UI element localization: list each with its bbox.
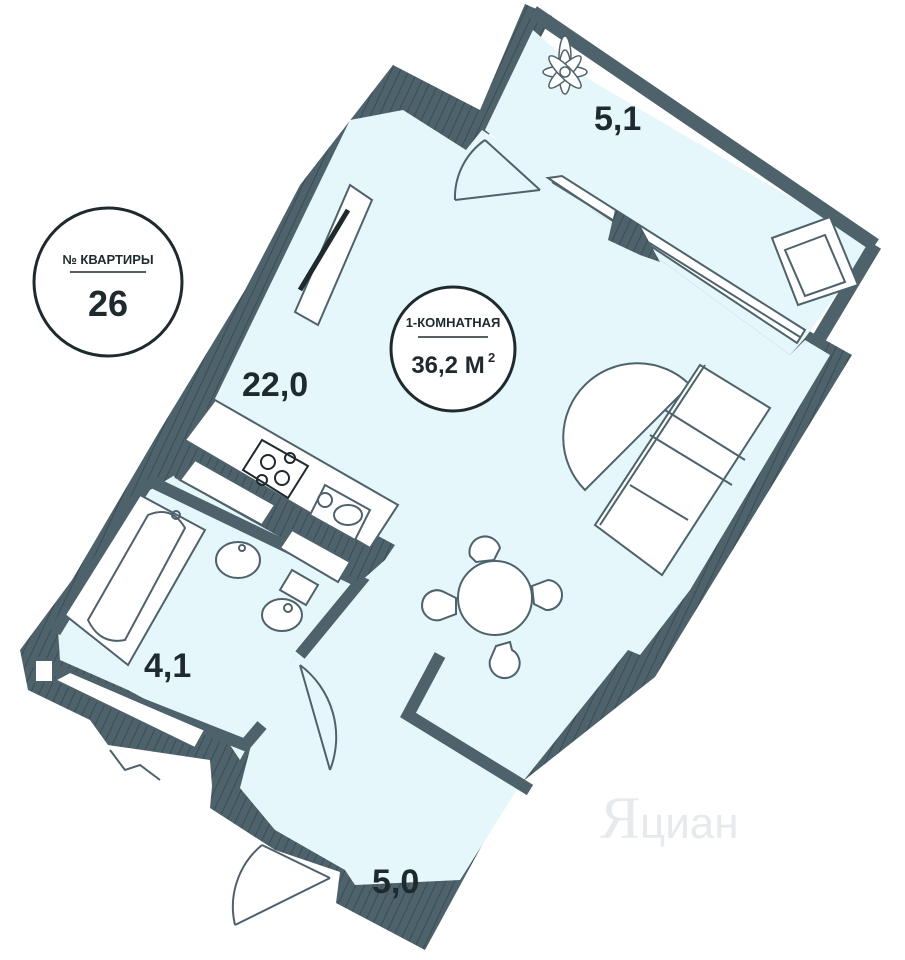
hob-icon bbox=[241, 438, 310, 500]
apartment-number-badge: № КВАРТИРЫ 26 bbox=[32, 206, 184, 358]
sofa-icon bbox=[593, 363, 772, 577]
bathroom-shelf-right bbox=[278, 528, 352, 584]
toilet-icon bbox=[261, 568, 320, 632]
chair-icon bbox=[421, 535, 564, 680]
balcony-railing-side bbox=[808, 241, 882, 349]
bathtub-icon bbox=[63, 493, 207, 667]
apartment-number: 26 bbox=[88, 283, 128, 324]
wardrobe-icon bbox=[293, 183, 374, 327]
apartment-number-caption: № КВАРТИРЫ bbox=[62, 252, 153, 267]
watermark-logo-icon: Я bbox=[600, 785, 640, 851]
entrance-door-icon[interactable] bbox=[231, 844, 331, 926]
sink-icon bbox=[308, 483, 372, 542]
watermark-text: циан bbox=[640, 799, 739, 848]
apartment-floor bbox=[195, 110, 830, 885]
balcony-floor bbox=[485, 30, 872, 355]
balcony-railing bbox=[529, 6, 879, 251]
svg-text:Я: Я bbox=[600, 785, 640, 851]
dining-table-icon bbox=[457, 560, 533, 636]
total-area-value: 36,2 М bbox=[411, 352, 484, 379]
balcony-window bbox=[545, 174, 807, 345]
armchair-icon bbox=[770, 215, 860, 307]
wardrobe-door-icon[interactable] bbox=[109, 749, 161, 781]
bathroom-area-label: 4,1 bbox=[144, 647, 191, 685]
total-area-unit-sup: 2 bbox=[488, 350, 495, 365]
living-area-label: 22,0 bbox=[242, 366, 308, 404]
entry-glazing-left bbox=[52, 670, 207, 750]
bathroom-door-icon[interactable] bbox=[299, 664, 338, 771]
plant-icon bbox=[542, 35, 588, 95]
entry-niche bbox=[34, 659, 54, 683]
window-pier bbox=[608, 210, 660, 262]
bathroom-shelf bbox=[178, 458, 277, 527]
washbasin-icon bbox=[215, 541, 261, 579]
kitchen-counter-wall bbox=[160, 430, 395, 582]
balcony-area-label: 5,1 bbox=[594, 100, 641, 138]
apartment-type-badge: 1-КОМНАТНАЯ 36,2 М 2 bbox=[389, 285, 517, 413]
living-partition bbox=[400, 652, 534, 796]
balcony-door-icon[interactable] bbox=[453, 139, 541, 201]
rug-icon bbox=[562, 362, 692, 492]
hall-area-label: 5,0 bbox=[372, 863, 419, 901]
room-count-label: 1-КОМНАТНАЯ bbox=[406, 315, 501, 330]
